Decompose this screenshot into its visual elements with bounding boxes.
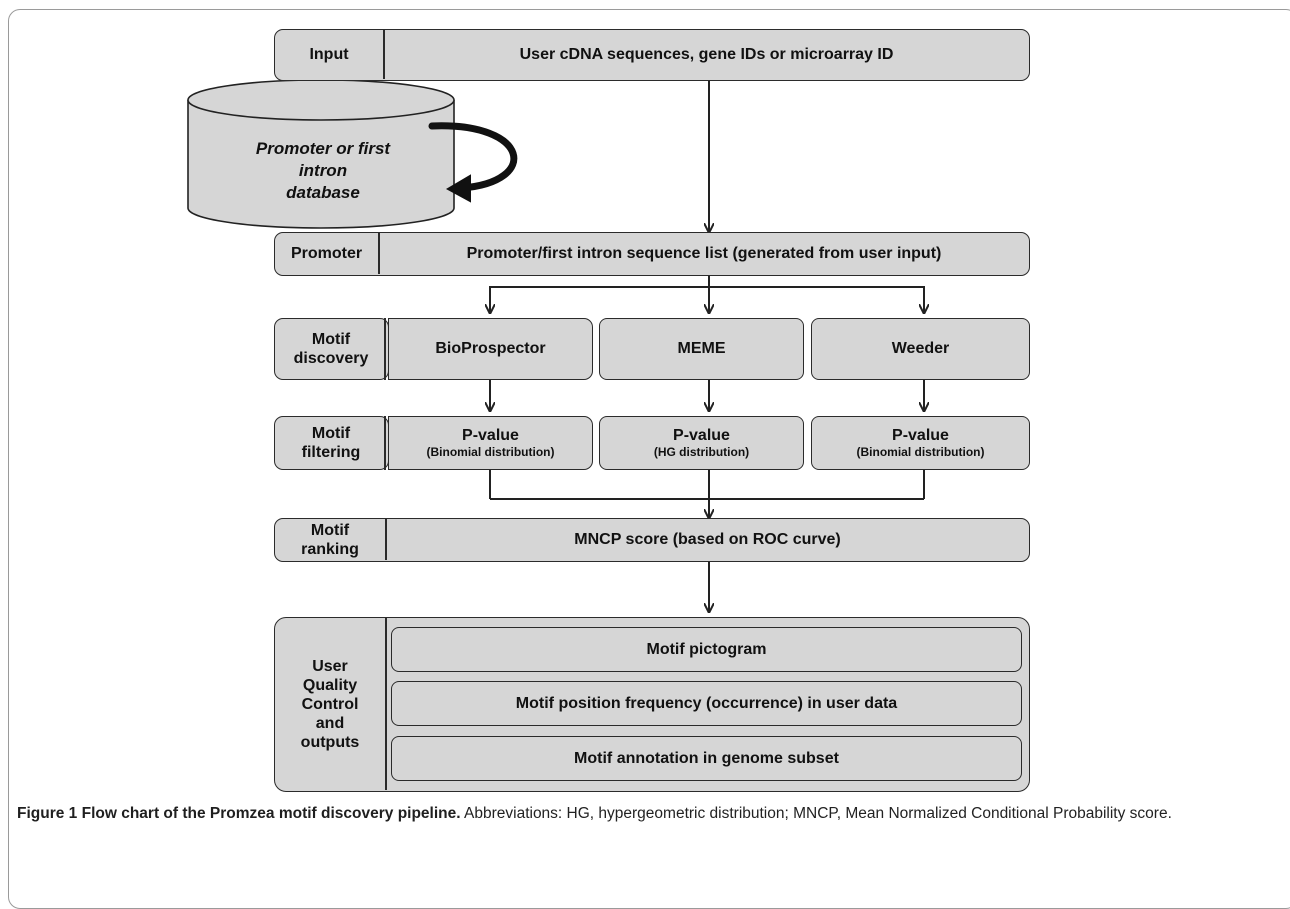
output-position-frequency: Motif position frequency (occurrence) in… (391, 681, 1022, 726)
pvalue-meme: P-value (HG distribution) (599, 416, 804, 470)
caption-body: Abbreviations: HG, hypergeometric distri… (460, 805, 1172, 822)
promoter-row-text: Promoter/first intron sequence list (gen… (466, 244, 942, 262)
tool-bioprospector: BioProspector (388, 318, 593, 380)
tool-weeder: Weeder (811, 318, 1030, 380)
output-genome-annotation: Motif annotation in genome subset (391, 736, 1022, 781)
output-pictogram: Motif pictogram (391, 627, 1022, 672)
flow-connectors (187, 79, 1290, 860)
database-loop-arrow (428, 122, 518, 192)
tool-meme: MEME (599, 318, 804, 380)
input-row-label: Input (309, 46, 349, 63)
database-label: Promoter or first intron database (255, 139, 391, 202)
pvalue-bioprospector: P-value (Binomial distribution) (388, 416, 593, 470)
caption-title: Figure 1 Flow chart of the Promzea motif… (17, 805, 461, 822)
outputs-label: User Quality Control and outputs (300, 657, 360, 751)
promoter-row: Promoter Promoter/first intron sequence … (274, 232, 1030, 276)
pvalue-weeder: P-value (Binomial distribution) (811, 416, 1030, 470)
ranking-row-text: MNCP score (based on ROC curve) (574, 530, 841, 548)
input-row: Input User cDNA sequences, gene IDs or m… (274, 29, 1030, 81)
database-cylinder (187, 79, 455, 229)
figure-caption: Figure 1 Flow chart of the Promzea motif… (17, 804, 1272, 824)
input-row-text: User cDNA sequences, gene IDs or microar… (519, 45, 894, 63)
promoter-row-label: Promoter (290, 245, 363, 262)
